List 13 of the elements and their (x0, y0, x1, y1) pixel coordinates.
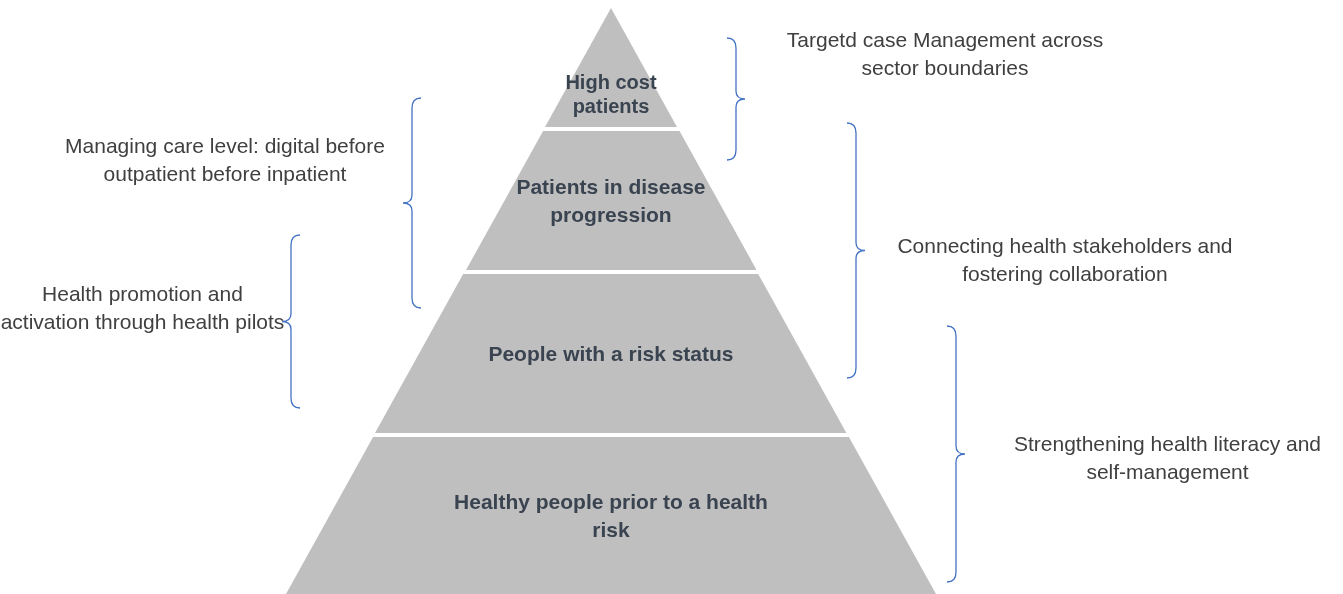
annotation-text: Connecting health stakeholders and fostering collaboration (896, 233, 1234, 288)
tier-label: Healthy people prior to a health risk (453, 489, 769, 543)
annotation-text: Managing care level: digital before outpatient before inpatient (64, 133, 386, 188)
tier-label: Patients in disease progression (515, 174, 707, 228)
annotation-text: Strengthening health literacy and self-management (1012, 431, 1322, 486)
pyramid-tier (465, 131, 757, 270)
annotation-text: Health promotion and activation through health pilots (0, 281, 285, 336)
tier-label: People with a risk status (488, 340, 734, 367)
pyramid-tier (375, 274, 847, 433)
pyramid-tier (545, 8, 677, 127)
tier-label: High cost patients (564, 70, 658, 118)
annotation-text: Targetd case Management across sector boundaries (785, 27, 1105, 82)
pyramid-tier (286, 437, 936, 594)
